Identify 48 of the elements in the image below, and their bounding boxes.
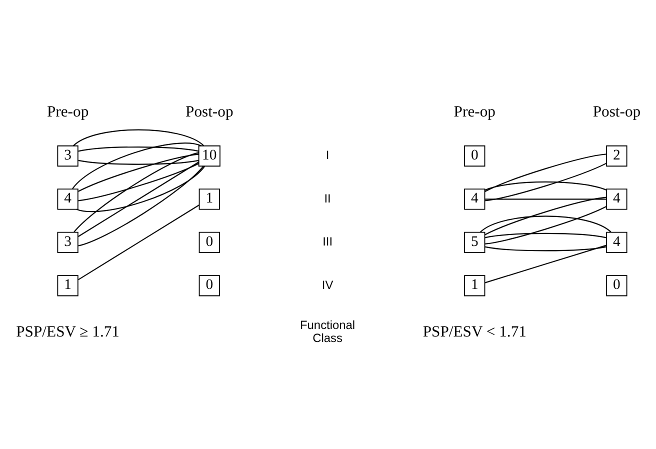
node-box: 2	[606, 145, 628, 167]
node-box: 0	[198, 275, 220, 296]
label: II	[324, 191, 331, 206]
label: PSP/ESV ≥ 1.71	[16, 323, 120, 340]
label: PSP/ESV < 1.71	[422, 323, 526, 340]
connector	[484, 244, 607, 284]
label: Functional Class	[300, 318, 356, 346]
node-box: 5	[464, 232, 486, 253]
connector	[78, 154, 199, 192]
label: Pre-op	[46, 104, 89, 121]
connector	[78, 146, 199, 152]
label: Post-op	[186, 104, 234, 121]
connector	[484, 181, 607, 191]
connector	[484, 196, 606, 236]
connector	[480, 216, 612, 233]
node-box: 4	[57, 188, 78, 210]
connector	[484, 232, 606, 238]
connector	[484, 198, 606, 200]
connector	[72, 142, 202, 190]
connector	[484, 246, 606, 252]
label: I	[326, 148, 330, 162]
connector	[74, 152, 199, 232]
node-box: 0	[198, 232, 220, 253]
connector	[78, 166, 204, 246]
node-box: 3	[57, 145, 78, 167]
node-box: 1	[57, 275, 78, 296]
node-box: 0	[464, 145, 486, 167]
connector	[78, 162, 200, 202]
label: IV	[322, 278, 334, 292]
label: Pre-op	[454, 104, 496, 121]
label: Post-op	[592, 104, 641, 121]
label: III	[322, 234, 333, 249]
node-box: 4	[606, 188, 628, 210]
connector	[76, 166, 205, 212]
connector	[484, 162, 607, 202]
node-box: 4	[606, 232, 628, 253]
node-box: 1	[198, 188, 220, 210]
connector	[78, 204, 200, 280]
connector	[484, 154, 606, 192]
node-box: 1	[464, 275, 486, 296]
connector	[484, 206, 607, 244]
connector	[73, 129, 204, 146]
node-box: 10	[198, 145, 220, 167]
node-box: 3	[57, 232, 78, 253]
node-box: 4	[464, 188, 486, 210]
node-box: 0	[606, 275, 628, 296]
connector	[78, 162, 200, 237]
connector	[78, 160, 199, 165]
